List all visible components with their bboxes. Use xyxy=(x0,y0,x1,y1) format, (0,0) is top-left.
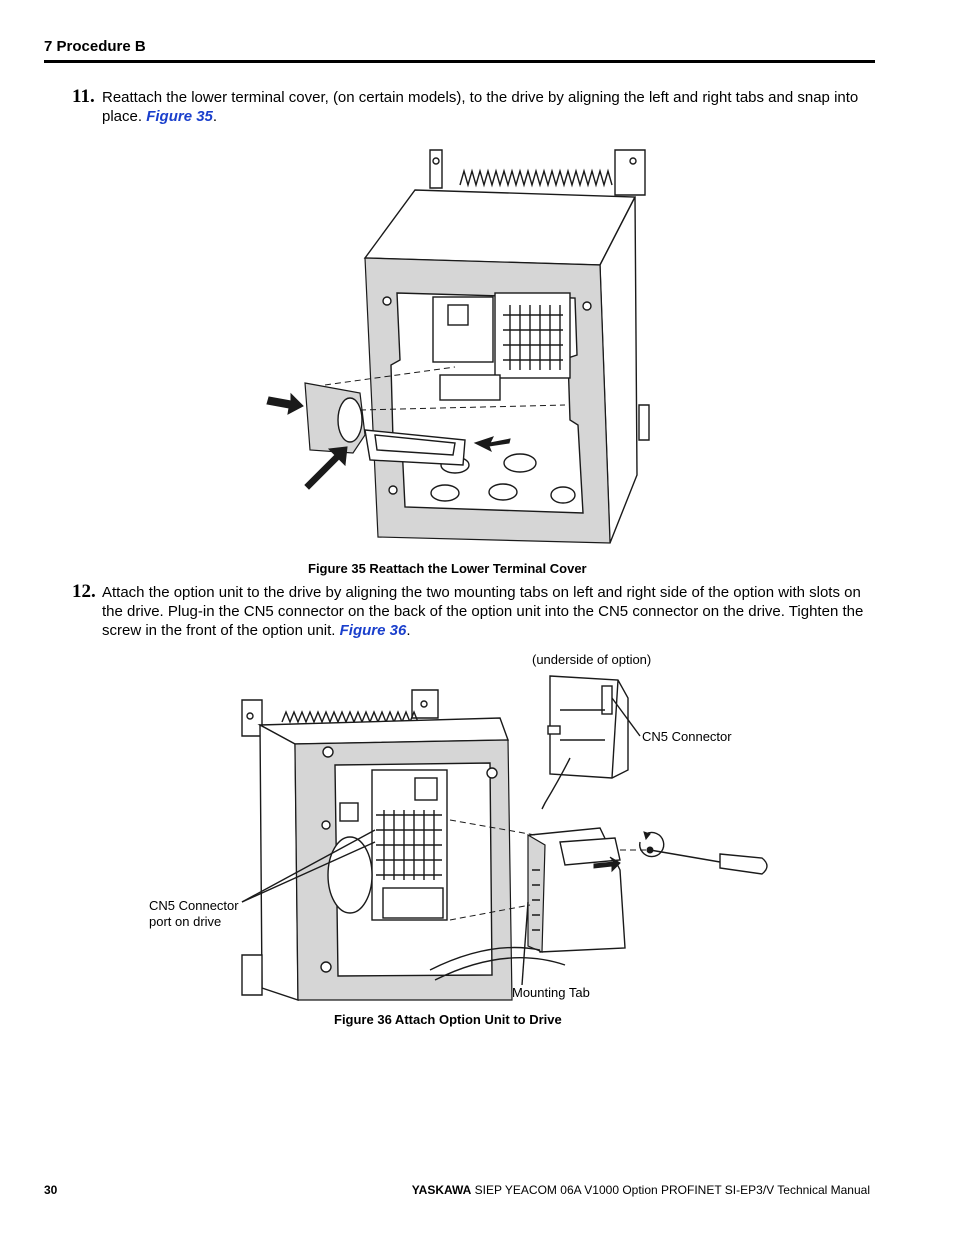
figure-35-link[interactable]: Figure 35 xyxy=(146,108,213,125)
lower-terminal-cover xyxy=(304,382,466,466)
figure-36-link[interactable]: Figure 36 xyxy=(339,622,407,639)
step-11: 11. Reattach the lower terminal cover, (… xyxy=(44,86,874,126)
callout-mounting-tab: Mounting Tab xyxy=(512,985,590,1000)
manual-title: YASKAWA SIEP YEACOM 06A V1000 Option PRO… xyxy=(412,1183,870,1197)
option-underside-view xyxy=(541,675,641,810)
step-12: 12. Attach the option unit to the drive … xyxy=(44,581,874,640)
heatsink-fins xyxy=(281,710,419,724)
section-header: 7 Procedure B xyxy=(44,38,146,55)
heatsink-fins xyxy=(459,168,613,188)
terminal-block xyxy=(432,292,571,401)
manual-name: SIEP YEACOM 06A V1000 Option PROFINET SI… xyxy=(471,1183,870,1197)
header-rule xyxy=(44,60,875,63)
figure-36-caption: Figure 36 Attach Option Unit to Drive xyxy=(334,1012,562,1027)
drive-terminal-board xyxy=(371,769,448,921)
step-end: . xyxy=(212,108,218,125)
option-unit xyxy=(527,827,626,953)
brand-name: YASKAWA xyxy=(411,1183,472,1197)
callout-underside: (underside of option) xyxy=(532,652,652,667)
step-number: 12. xyxy=(72,581,96,602)
callout-cn5-port-line2: port on drive xyxy=(149,914,222,929)
screwdriver-icon xyxy=(639,831,768,875)
figure-36-illustration xyxy=(241,675,768,1001)
page-number: 30 xyxy=(44,1183,58,1197)
step-body: Reattach the lower terminal cover, (on c… xyxy=(102,89,859,125)
step-text: Attach the option unit to the drive by a… xyxy=(102,583,874,640)
figure-35-caption: Figure 35 Reattach the Lower Terminal Co… xyxy=(308,561,587,576)
step-body: Attach the option unit to the drive by a… xyxy=(102,584,864,639)
callout-cn5-port: CN5 Connector port on drive xyxy=(149,898,239,930)
figure-35-illustration xyxy=(266,149,650,544)
callout-cn5-connector: CN5 Connector xyxy=(642,729,732,744)
step-text: Reattach the lower terminal cover, (on c… xyxy=(102,88,874,126)
step-number: 11. xyxy=(72,86,95,107)
step-end: . xyxy=(406,622,411,639)
callout-cn5-port-line1: CN5 Connector xyxy=(149,898,239,913)
